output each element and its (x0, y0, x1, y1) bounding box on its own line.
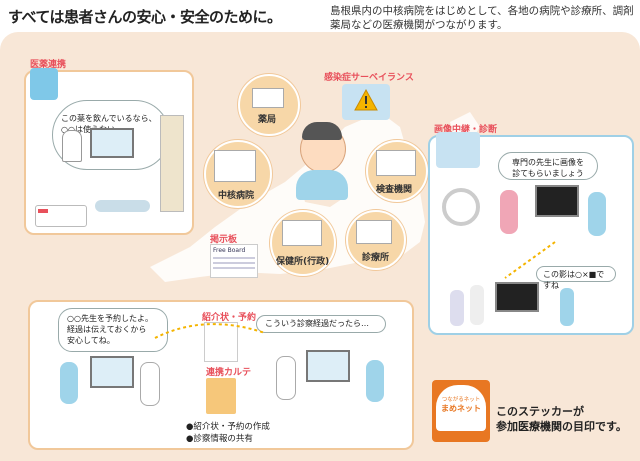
infection-surveillance-label: 感染症サーベイランス (324, 73, 414, 83)
hospital-building (160, 115, 184, 212)
referral-bubble-1-line3: 安心してね。 (67, 336, 115, 345)
mamenet-sticker: つながるネット まめネット (432, 380, 490, 442)
doctor-figure-4 (140, 362, 160, 406)
bulletin-line (213, 267, 255, 269)
health-center-building-icon (282, 220, 322, 246)
health-center-node (270, 210, 336, 276)
referral-bubble-2: こういう診察経過だったら… (256, 315, 386, 333)
sticker-line1: つながるネット (441, 397, 481, 403)
sticker-heart: つながるネット まめネット (436, 385, 486, 431)
patient-bed (95, 200, 150, 212)
bulletin-board: Free Board (210, 244, 258, 278)
medication-monitor (90, 128, 134, 158)
referral-monitor-1 (90, 356, 134, 388)
lab-building-icon (376, 150, 416, 176)
lab-label: 検査機関 (376, 185, 413, 195)
bulletin-line (213, 262, 255, 264)
warning-icon (354, 88, 378, 111)
medication-label: 医薬連携 (30, 60, 67, 70)
imaging-bubble-2: この影は○×■ですね (536, 266, 616, 290)
shared-karte-label: 連携カルテ (206, 368, 252, 378)
doctor-figure-3 (560, 288, 574, 326)
referral-bubble-1-line2: 経過は伝えておくから (67, 325, 147, 334)
referral-monitor-2 (306, 350, 350, 382)
ambulance-icon (35, 205, 87, 227)
imaging-dotted-path (504, 241, 556, 279)
bulletin-line (213, 257, 255, 259)
medication-bubble-line1: この薬を飲んでいるなら、 (61, 114, 157, 123)
doctor-figure-2 (470, 285, 484, 325)
sticker-caption: このステッカーが 参加医療機関の目印です。 (496, 404, 627, 434)
doctor-figure-5 (276, 356, 296, 400)
karte-folder-icon (206, 378, 236, 414)
doctor-body (296, 170, 348, 200)
imaging-bubble-1-line1: 専門の先生に画像を (512, 158, 584, 167)
page-title: すべては患者さんの安心・安全のために。 (8, 8, 282, 26)
ct-scanner-icon (442, 188, 480, 226)
specialist-figure (588, 192, 606, 236)
pharmacist-figure (62, 130, 82, 162)
referral-bubble-1: ○○先生を予約したよ。 経過は伝えておくから 安心してね。 (58, 308, 168, 352)
imaging-bubble-1-line2: 診てもらいましょう (512, 169, 584, 178)
patient-figure-1 (60, 362, 78, 404)
clinic-label: 診療所 (362, 253, 390, 263)
bullet-info-sharing: ●診察情報の共有 (186, 434, 253, 444)
medicine-box-icon (30, 68, 58, 100)
header-description: 島根県内の中核病院をはじめとして、各地の病院や診療所、調剤薬局などの医療機関がつ… (330, 5, 634, 31)
ambulance-stripe (38, 209, 48, 213)
core-hospital-label: 中核病院 (218, 191, 255, 201)
xray-lungs-icon (436, 132, 480, 168)
pharmacy-building-icon (252, 88, 284, 108)
imaging-monitor-2 (495, 282, 539, 312)
referral-dotted-path (154, 323, 266, 339)
core-hospital-building-icon (214, 150, 256, 182)
bullet-referral-creation: ●紹介状・予約の作成 (186, 422, 270, 432)
bulletin-label: 掲示板 (210, 235, 238, 245)
nurse-figure (500, 190, 518, 234)
doctor-hair (302, 122, 342, 140)
patient-figure-2 (366, 360, 384, 402)
sticker-caption-line2: 参加医療機関の目印です。 (496, 420, 627, 433)
referral-reservation-label: 紹介状・予約 (202, 313, 257, 323)
health-center-label: 保健所(行政) (276, 257, 330, 267)
clinic-building-icon (356, 220, 392, 244)
referral-bubble-1-line1: ○○先生を予約したよ。 (67, 314, 153, 323)
sticker-line2: まめネット (441, 404, 481, 413)
bulletin-board-title: Free Board (213, 247, 246, 254)
doctor-figure-1 (450, 290, 464, 326)
pharmacy-label: 薬局 (258, 115, 277, 125)
imaging-bubble-1: 専門の先生に画像を 診てもらいましょう (498, 152, 598, 180)
referral-document-icon (204, 322, 238, 362)
sticker-caption-line1: このステッカーが (496, 405, 584, 418)
imaging-monitor-1 (535, 185, 579, 217)
imaging-label: 画像中継・診断 (434, 125, 498, 135)
